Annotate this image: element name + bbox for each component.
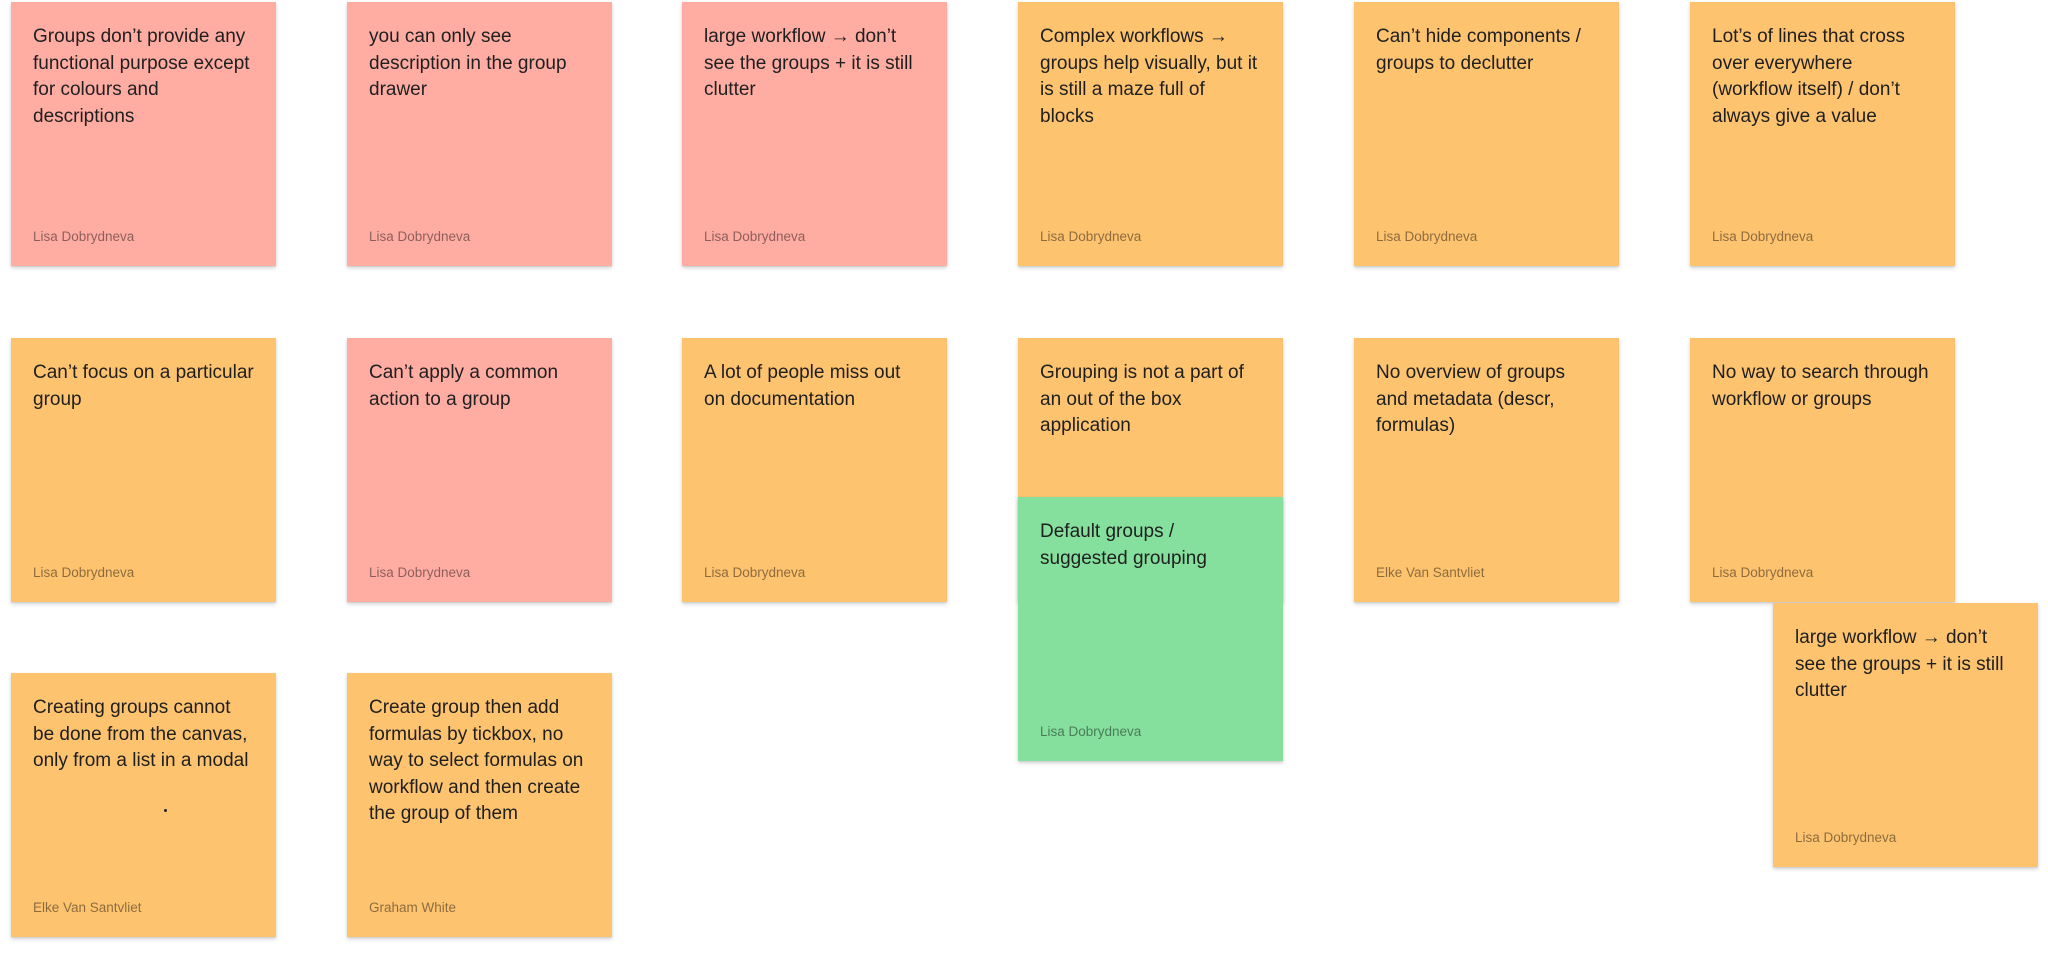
sticky-note[interactable]: No overview of groups and metadata (desc… [1354, 338, 1619, 602]
sticky-note-text: Create group then add formulas by tickbo… [369, 697, 584, 824]
sticky-note[interactable]: you can only see description in the grou… [347, 2, 612, 266]
sticky-note[interactable]: large workflow → don’t see the groups + … [682, 2, 947, 266]
sticky-note-author: Graham White [369, 900, 457, 915]
sticky-note-author: Lisa Dobrydneva [33, 565, 135, 580]
sticky-note-text: Groups don’t provide any functional purp… [33, 26, 250, 127]
sticky-note-author: Elke Van Santvliet [33, 900, 142, 915]
sticky-note-text: large workflow → don’t see the groups + … [1795, 627, 2004, 701]
sticky-note-text: Complex workflows → groups help visually… [1040, 26, 1258, 127]
sticky-note-author: Lisa Dobrydneva [1712, 229, 1814, 244]
sticky-note-text: Can’t apply a common action to a group [369, 362, 559, 410]
sticky-note-text: Lot’s of lines that cross over everywher… [1712, 26, 1905, 127]
sticky-note-author: Lisa Dobrydneva [704, 565, 806, 580]
sticky-note[interactable]: large workflow → don’t see the groups + … [1773, 603, 2038, 867]
sticky-note-text: Creating groups cannot be done from the … [33, 697, 249, 771]
sticky-note-text: Can’t focus on a particular group [33, 362, 254, 410]
sticky-note-author: Lisa Dobrydneva [1795, 830, 1897, 845]
sticky-note[interactable]: Groups don’t provide any functional purp… [11, 2, 276, 266]
sticky-note[interactable]: A lot of people miss out on documentatio… [682, 338, 947, 602]
sticky-note-text: No overview of groups and metadata (desc… [1376, 362, 1566, 436]
sticky-note[interactable]: Default groups / suggested grouping Lisa… [1018, 497, 1283, 761]
sticky-note-author: Lisa Dobrydneva [1376, 229, 1478, 244]
dot-mark [164, 809, 167, 812]
sticky-note-text: No way to search through workflow or gro… [1712, 362, 1929, 410]
sticky-note-author: Elke Van Santvliet [1376, 565, 1485, 580]
sticky-note[interactable]: Can’t apply a common action to a group L… [347, 338, 612, 602]
sticky-note-author: Lisa Dobrydneva [1712, 565, 1814, 580]
sticky-note-author: Lisa Dobrydneva [369, 229, 471, 244]
sticky-note[interactable]: Can’t hide components / groups to declut… [1354, 2, 1619, 266]
sticky-note-author: Lisa Dobrydneva [1040, 229, 1142, 244]
sticky-note[interactable]: No way to search through workflow or gro… [1690, 338, 1955, 602]
sticky-note-author: Lisa Dobrydneva [33, 229, 135, 244]
sticky-note-text: Can’t hide components / groups to declut… [1376, 26, 1581, 74]
sticky-note-text: large workflow → don’t see the groups + … [704, 26, 913, 100]
sticky-note-text: Default groups / suggested grouping [1040, 521, 1207, 569]
sticky-note[interactable]: Create group then add formulas by tickbo… [347, 673, 612, 937]
sticky-note-text: you can only see description in the grou… [369, 26, 567, 100]
sticky-note[interactable]: Can’t focus on a particular group Lisa D… [11, 338, 276, 602]
sticky-note-text: A lot of people miss out on documentatio… [704, 362, 901, 410]
sticky-note-author: Lisa Dobrydneva [369, 565, 471, 580]
sticky-note-author: Lisa Dobrydneva [1040, 724, 1142, 739]
sticky-note[interactable]: Complex workflows → groups help visually… [1018, 2, 1283, 266]
sticky-note[interactable]: Lot’s of lines that cross over everywher… [1690, 2, 1955, 266]
sticky-note-author: Lisa Dobrydneva [704, 229, 806, 244]
sticky-note[interactable]: Creating groups cannot be done from the … [11, 673, 276, 937]
sticky-note-text: Grouping is not a part of an out of the … [1040, 362, 1244, 436]
